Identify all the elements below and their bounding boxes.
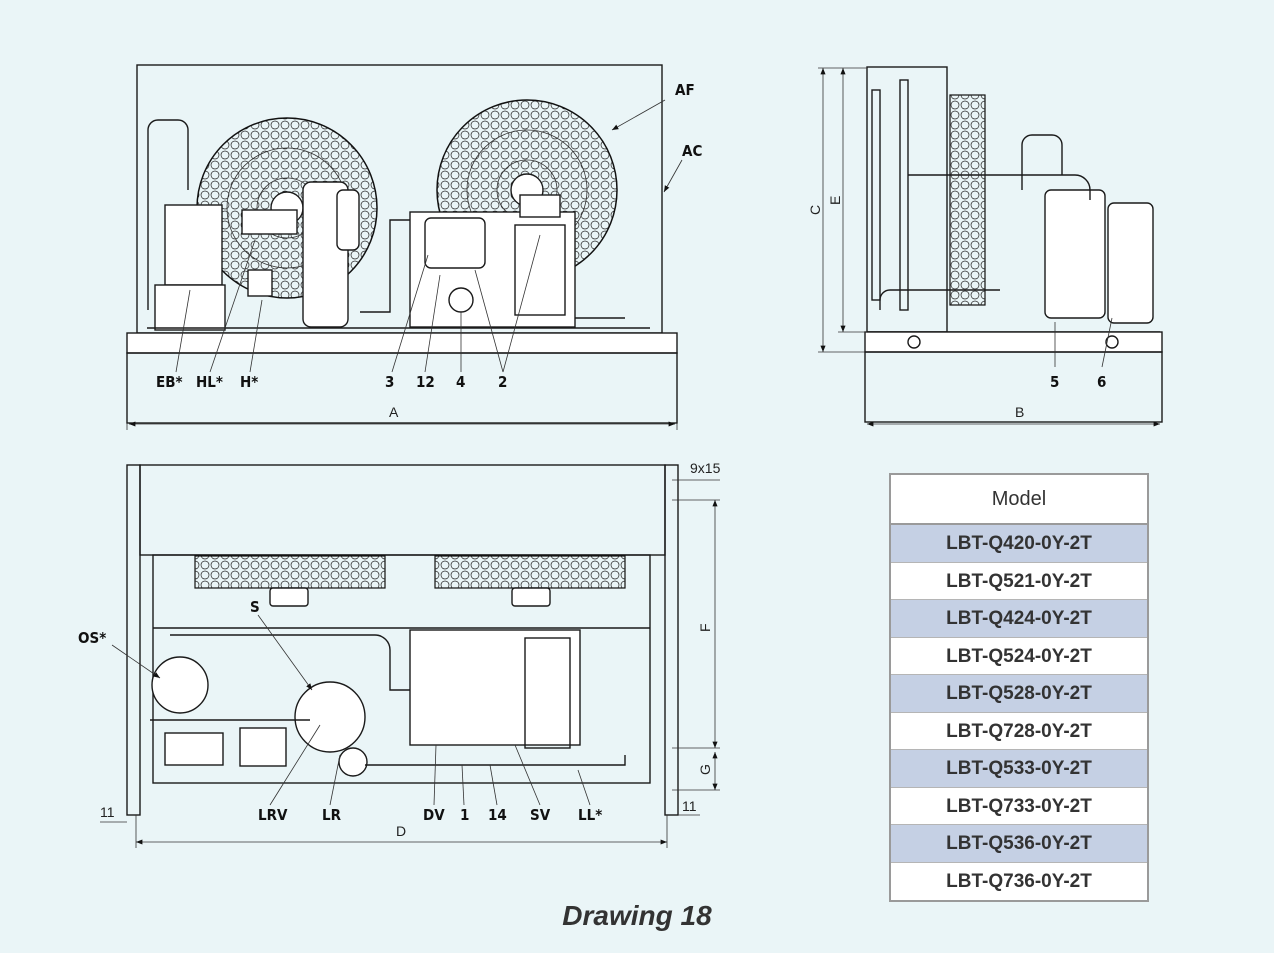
label-eb: EB*	[156, 373, 183, 391]
top-view	[100, 464, 720, 848]
label-12: 12	[416, 373, 435, 391]
model-row: LBT-Q524-0Y-2T	[891, 638, 1147, 675]
electrical-box	[164, 204, 223, 286]
liquid-receiver	[294, 681, 366, 753]
dim-left-offset: 11	[100, 804, 115, 820]
heater-box	[241, 209, 298, 235]
label-h: H*	[240, 373, 258, 391]
label-4: 4	[456, 373, 465, 391]
front-view	[126, 64, 683, 430]
label-ac: AC	[682, 142, 702, 160]
label-14: 14	[488, 806, 507, 824]
side-view	[818, 66, 1163, 427]
model-row: LBT-Q536-0Y-2T	[891, 825, 1147, 863]
model-row: LBT-Q528-0Y-2T	[891, 675, 1147, 713]
model-table: Model LBT-Q420-0Y-2T LBT-Q521-0Y-2T LBT-…	[889, 473, 1149, 902]
top-fan-right	[434, 555, 626, 589]
label-dv: DV	[423, 806, 445, 824]
model-table-header: Model	[891, 475, 1147, 525]
top-leaders	[269, 724, 591, 806]
dim-f: F	[697, 623, 713, 632]
model-row: LBT-Q420-0Y-2T	[891, 525, 1147, 563]
model-row: LBT-Q533-0Y-2T	[891, 750, 1147, 788]
front-leaders	[175, 234, 541, 373]
model-row: LBT-Q424-0Y-2T	[891, 600, 1147, 638]
dim-d: D	[396, 823, 406, 839]
dim-hole: 9x15	[690, 460, 721, 476]
label-af: AF	[675, 81, 695, 99]
label-5: 5	[1050, 373, 1059, 391]
dim-b: B	[1015, 404, 1024, 420]
oil-separator	[151, 656, 209, 714]
label-3: 3	[385, 373, 394, 391]
front-base-top	[126, 332, 678, 354]
dim-right-offset: 11	[682, 798, 697, 814]
dim-e: E	[827, 196, 843, 205]
top-fan-left	[194, 555, 386, 589]
label-ll: LL*	[578, 806, 602, 824]
side-receiver	[1107, 202, 1154, 324]
model-row: LBT-Q728-0Y-2T	[891, 713, 1147, 750]
dim-a: A	[389, 404, 399, 420]
model-row: LBT-Q736-0Y-2T	[946, 870, 1092, 892]
top-labels: 9x15 F G D 11 11 OS* S LRV LR DV 1 14 SV…	[78, 460, 721, 839]
label-s: S	[250, 598, 260, 616]
label-2: 2	[498, 373, 507, 391]
front-labels: AF AC EB* HL* H* 3 12 4 2 A	[156, 81, 702, 420]
model-row: LBT-Q733-0Y-2T	[891, 788, 1147, 825]
dim-g: G	[697, 764, 713, 775]
label-1: 1	[460, 806, 469, 824]
dim-c: C	[807, 205, 823, 215]
label-lr: LR	[322, 806, 342, 824]
side-compressor	[1044, 189, 1106, 319]
side-labels: C E B 5 6	[807, 196, 1106, 420]
label-sv: SV	[530, 806, 551, 824]
side-fan-grille	[949, 94, 986, 306]
pipe-left	[147, 119, 189, 310]
top-compressor	[409, 629, 581, 746]
label-6: 6	[1097, 373, 1106, 391]
label-hl: HL*	[196, 373, 223, 391]
model-row: LBT-Q521-0Y-2T	[891, 563, 1147, 600]
label-os: OS*	[78, 629, 106, 647]
label-lrv: LRV	[258, 806, 288, 824]
drawing-caption: Drawing 18	[562, 900, 712, 931]
